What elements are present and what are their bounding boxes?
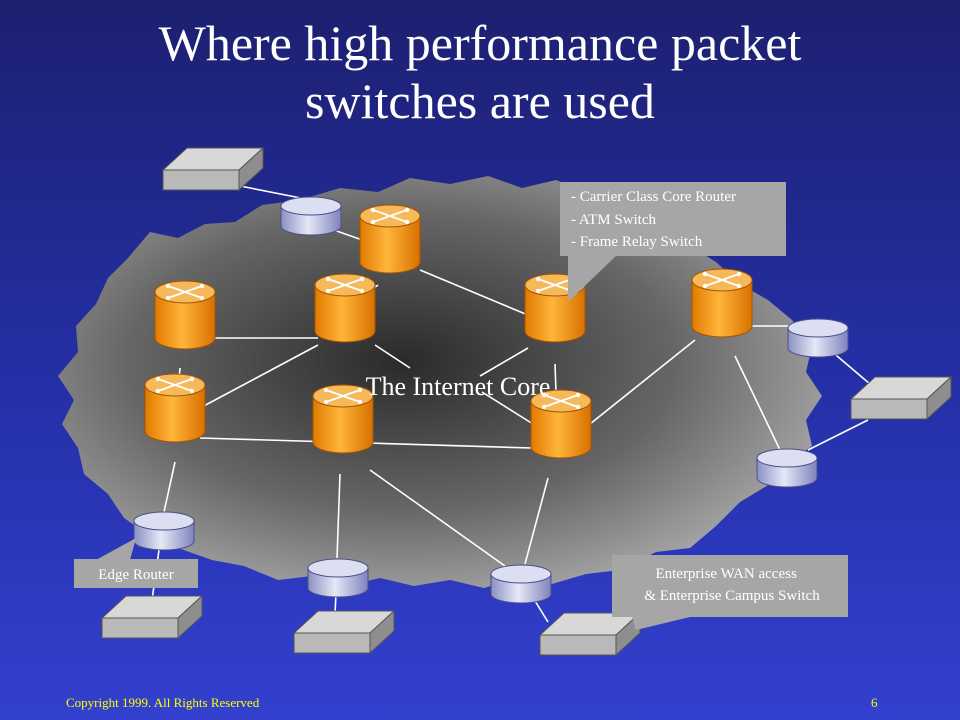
- callout-enterprise-line-2: & Enterprise Campus Switch: [644, 588, 820, 604]
- network-link: [369, 469, 506, 567]
- core-router-c8: [530, 389, 592, 459]
- core-router-c6: [144, 373, 206, 443]
- callout-core-line-1: - Carrier Class Core Router: [571, 189, 736, 205]
- network-link: [734, 355, 781, 451]
- page-number: 6: [871, 695, 878, 710]
- network-link: [829, 349, 871, 385]
- edge-router-e4: [133, 511, 195, 551]
- switch-s4: [292, 609, 396, 655]
- edge-router-e2: [787, 318, 849, 358]
- router-arrows-icon: [165, 283, 205, 301]
- router-arrows-icon: [541, 392, 581, 410]
- network-link: [163, 461, 176, 513]
- core-router-c3: [314, 273, 376, 343]
- core-router-c7: [312, 384, 374, 454]
- network-link: [419, 269, 536, 319]
- network-link: [199, 344, 319, 409]
- core-router-c2: [154, 280, 216, 350]
- callout-edge-router: Edge Router: [74, 538, 198, 588]
- copyright-notice: Copyright 1999. All Rights Reserved: [66, 695, 260, 710]
- title-line-2: switches are used: [305, 73, 655, 129]
- network-link: [336, 473, 341, 559]
- network-link: [479, 347, 529, 377]
- core-label: The Internet Core: [366, 372, 551, 401]
- network-link: [807, 419, 869, 451]
- internet-core-cloud: [58, 176, 822, 588]
- edge-router-e3: [756, 448, 818, 488]
- svg-text:- Carrier Class Core Router: - Carrier Class Core Router - ATM Switch…: [571, 189, 740, 250]
- router-arrows-icon: [155, 376, 195, 394]
- callout-enterprise-line-1: Enterprise WAN access: [655, 566, 796, 582]
- network-link: [374, 344, 411, 369]
- callout-edge-label: Edge Router: [98, 567, 173, 583]
- network-link: [589, 339, 696, 425]
- switch-s5: [538, 611, 642, 657]
- router-arrows-icon: [325, 276, 365, 294]
- router-arrows-icon: [323, 387, 363, 405]
- network-link: [481, 391, 534, 425]
- network-link: [524, 477, 549, 565]
- switch-s2: [849, 375, 953, 421]
- router-arrows-icon: [370, 207, 410, 225]
- callout-core-line-3: - Frame Relay Switch: [571, 234, 703, 250]
- switch-s3: [100, 594, 204, 640]
- edge-router-e5: [307, 558, 369, 598]
- slide-title: Where high performance packet switches a…: [0, 14, 960, 130]
- switch-s1: [161, 146, 265, 192]
- callout-core-line-2: - ATM Switch: [571, 212, 657, 228]
- title-line-1: Where high performance packet: [158, 15, 802, 71]
- callout-enterprise: Enterprise WAN access & Enterprise Campu…: [612, 555, 848, 630]
- router-arrows-icon: [702, 271, 742, 289]
- core-router-c1: [359, 204, 421, 274]
- svg-text:Enterprise WAN access &: Enterprise WAN access & Enterprise Campu…: [644, 566, 820, 604]
- callout-core-router-types: - Carrier Class Core Router - ATM Switch…: [560, 182, 786, 302]
- edge-router-e1: [280, 196, 342, 236]
- core-router-c5: [691, 268, 753, 338]
- edge-router-e6: [490, 564, 552, 604]
